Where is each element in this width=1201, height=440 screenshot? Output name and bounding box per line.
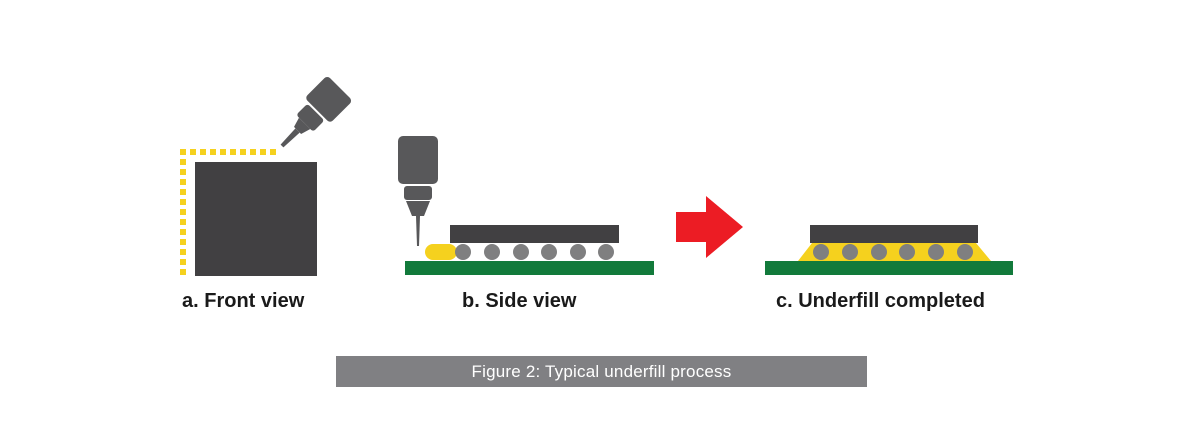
- circuit-board: [765, 261, 1013, 275]
- completed-panel: c. Underfill completed: [765, 225, 1013, 312]
- front-view-panel: a. Front view: [180, 76, 352, 312]
- completed-label: c. Underfill completed: [776, 290, 985, 312]
- solder-bumps: [813, 244, 973, 260]
- figure-caption: Figure 2: Typical underfill process: [471, 361, 732, 381]
- arrow-right-icon: [676, 196, 743, 258]
- circuit-board: [405, 261, 654, 275]
- chip-die: [810, 225, 978, 243]
- front-view-label: a. Front view: [182, 290, 305, 312]
- figure-caption-bar: Figure 2: Typical underfill process: [336, 356, 867, 387]
- dispenser-needle-icon: [280, 76, 352, 148]
- chip-die: [195, 162, 317, 276]
- underfill-dotted-path: [180, 149, 276, 275]
- side-view-label: b. Side view: [462, 290, 577, 312]
- underfill-bead: [425, 244, 457, 260]
- dispenser-needle-icon: [398, 136, 438, 246]
- solder-bumps: [455, 244, 614, 260]
- chip-die: [450, 225, 619, 243]
- side-view-panel: b. Side view: [398, 136, 654, 312]
